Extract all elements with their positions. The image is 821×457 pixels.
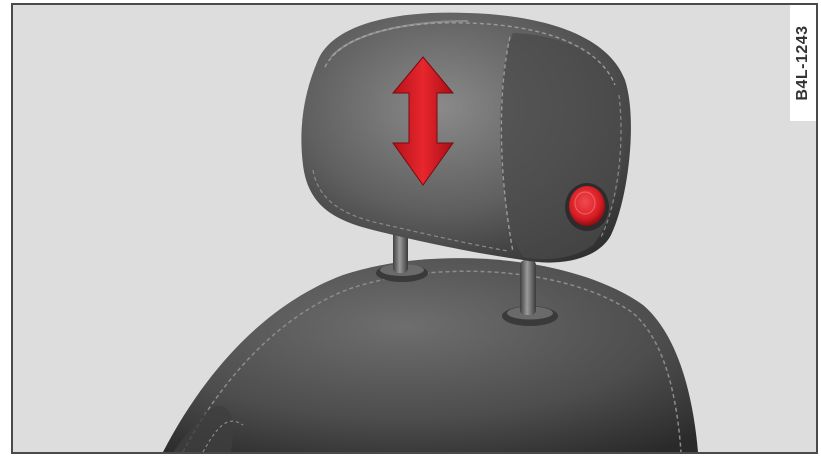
seat-backrest [163, 258, 698, 452]
figure-code-text: B4L-1243 [794, 25, 812, 100]
illustration-frame: B4L-1243 [11, 3, 818, 454]
headrest-illustration [13, 5, 816, 452]
release-button-icon [565, 183, 609, 231]
figure-code-label: B4L-1243 [790, 5, 816, 121]
